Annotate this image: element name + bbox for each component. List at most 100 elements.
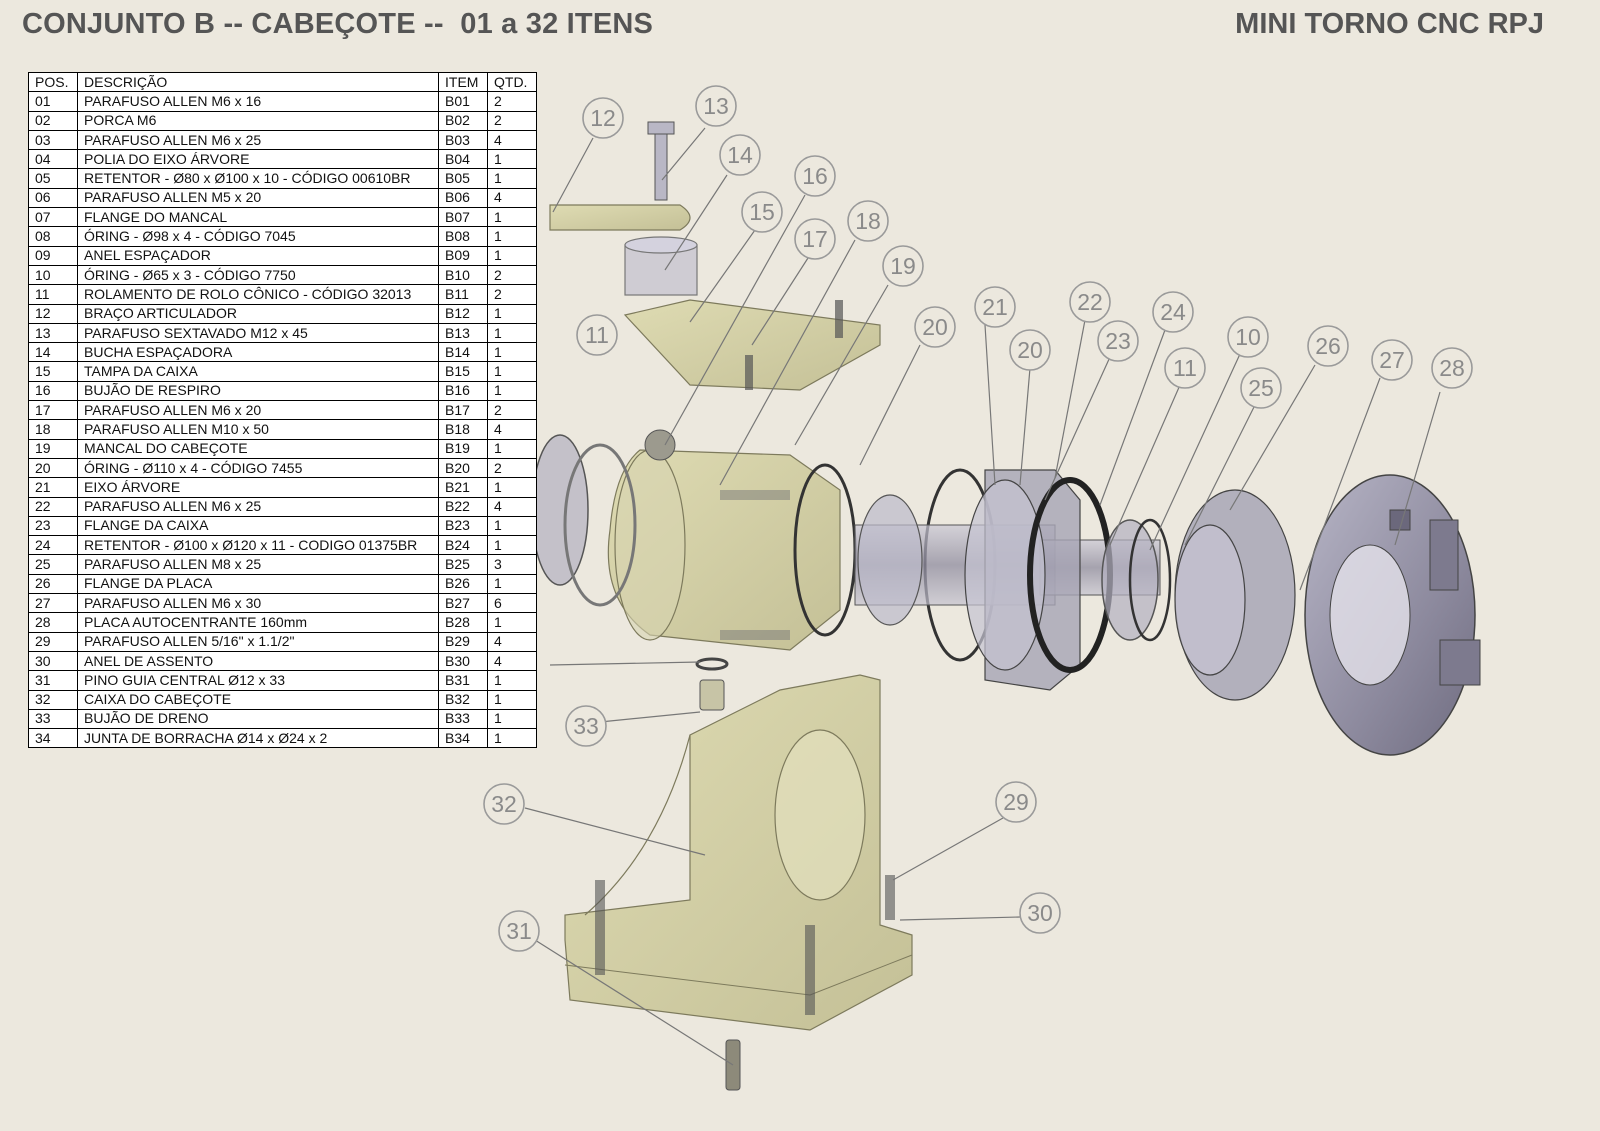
cell-description: POLIA DO EIXO ÁRVORE	[77, 149, 439, 170]
cell-pos: 17	[28, 400, 78, 421]
callout-12: 12	[582, 97, 624, 139]
svg-text:32: 32	[491, 791, 517, 817]
cell-qty: 1	[487, 728, 537, 749]
svg-text:31: 31	[506, 918, 532, 944]
cell-qty: 1	[487, 670, 537, 691]
cell-qty: 1	[487, 168, 537, 189]
cell-pos: 16	[28, 380, 78, 402]
cell-pos: 32	[28, 689, 78, 710]
svg-text:22: 22	[1077, 289, 1103, 315]
cell-item: B14	[438, 342, 488, 363]
column-header-description: DESCRIÇÃO	[77, 71, 439, 93]
cell-description: BRAÇO ARTICULADOR	[77, 303, 439, 324]
lathe-chuck-part	[1304, 474, 1481, 756]
cell-description: PARAFUSO ALLEN M6 x 25	[77, 496, 439, 517]
cell-qty: 2	[487, 91, 537, 112]
cell-qty: 1	[487, 708, 537, 730]
cell-description: ÓRING - Ø110 x 4 - CÓDIGO 7455	[77, 457, 439, 479]
cell-description: CAIXA DO CABEÇOTE	[77, 689, 439, 710]
svg-text:10: 10	[1235, 324, 1261, 350]
cell-description: ROLAMENTO DE ROLO CÔNICO - CÓDIGO 32013	[77, 284, 439, 305]
cell-pos: 18	[28, 419, 78, 440]
callout-20-a: 20	[914, 306, 956, 348]
cell-item: B33	[438, 708, 488, 730]
cell-item: B04	[438, 149, 488, 170]
cell-item: B18	[438, 419, 488, 440]
cell-description: PARAFUSO ALLEN 5/16" x 1.1/2"	[77, 631, 439, 652]
callout-22: 22	[1069, 281, 1111, 323]
cell-pos: 09	[28, 245, 78, 266]
right-bearing-part	[1101, 518, 1172, 642]
cell-item: B30	[438, 650, 488, 672]
cell-item: B19	[438, 438, 488, 459]
cell-description: TAMPA DA CAIXA	[77, 361, 439, 382]
cell-description: PINO GUIA CENTRAL Ø12 x 33	[77, 670, 439, 691]
callout-24: 24	[1152, 291, 1194, 333]
cell-item: B09	[438, 245, 488, 266]
cell-qty: 1	[487, 535, 537, 556]
cell-qty: 1	[487, 207, 537, 228]
cell-item: B17	[438, 400, 488, 421]
svg-text:17: 17	[802, 226, 828, 252]
cell-pos: 26	[28, 573, 78, 595]
callout-28: 28	[1431, 347, 1473, 389]
callout-15: 15	[741, 191, 783, 233]
cell-qty: 2	[487, 400, 537, 421]
cell-pos: 25	[28, 554, 78, 575]
housing-flange-part	[964, 469, 1081, 691]
cell-pos: 33	[28, 708, 78, 730]
cell-pos: 27	[28, 593, 78, 614]
cell-qty: 1	[487, 573, 537, 595]
cell-pos: 13	[28, 322, 78, 344]
cell-item: B12	[438, 303, 488, 324]
cell-pos: 24	[28, 535, 78, 556]
svg-text:11: 11	[585, 322, 609, 348]
svg-text:26: 26	[1315, 333, 1341, 359]
callout-17: 17	[794, 218, 836, 260]
cell-description: FLANGE DA PLACA	[77, 573, 439, 595]
cell-qty: 4	[487, 496, 537, 517]
cell-pos: 21	[28, 477, 78, 498]
cell-qty: 1	[487, 380, 537, 402]
callout-13: 13	[695, 85, 737, 127]
cell-item: B27	[438, 593, 488, 614]
svg-text:20: 20	[1017, 337, 1043, 363]
column-header-qty: QTD.	[487, 71, 537, 93]
svg-text:25: 25	[1248, 375, 1274, 401]
svg-text:19: 19	[890, 253, 916, 279]
cell-description: ANEL DE ASSENTO	[77, 650, 439, 672]
cell-description: RETENTOR - Ø80 x Ø100 x 10 - CÓDIGO 0061…	[77, 168, 439, 189]
svg-text:24: 24	[1160, 299, 1186, 325]
cell-qty: 1	[487, 438, 537, 459]
callout-23: 23	[1097, 320, 1139, 362]
cell-item: B22	[438, 496, 488, 517]
project-title: MINI TORNO CNC RPJ	[1235, 8, 1544, 40]
svg-text:29: 29	[1003, 789, 1029, 815]
cell-item: B25	[438, 554, 488, 575]
cell-qty: 2	[487, 264, 537, 286]
cell-qty: 1	[487, 612, 537, 633]
cell-pos: 02	[28, 110, 78, 131]
cell-qty: 1	[487, 361, 537, 382]
